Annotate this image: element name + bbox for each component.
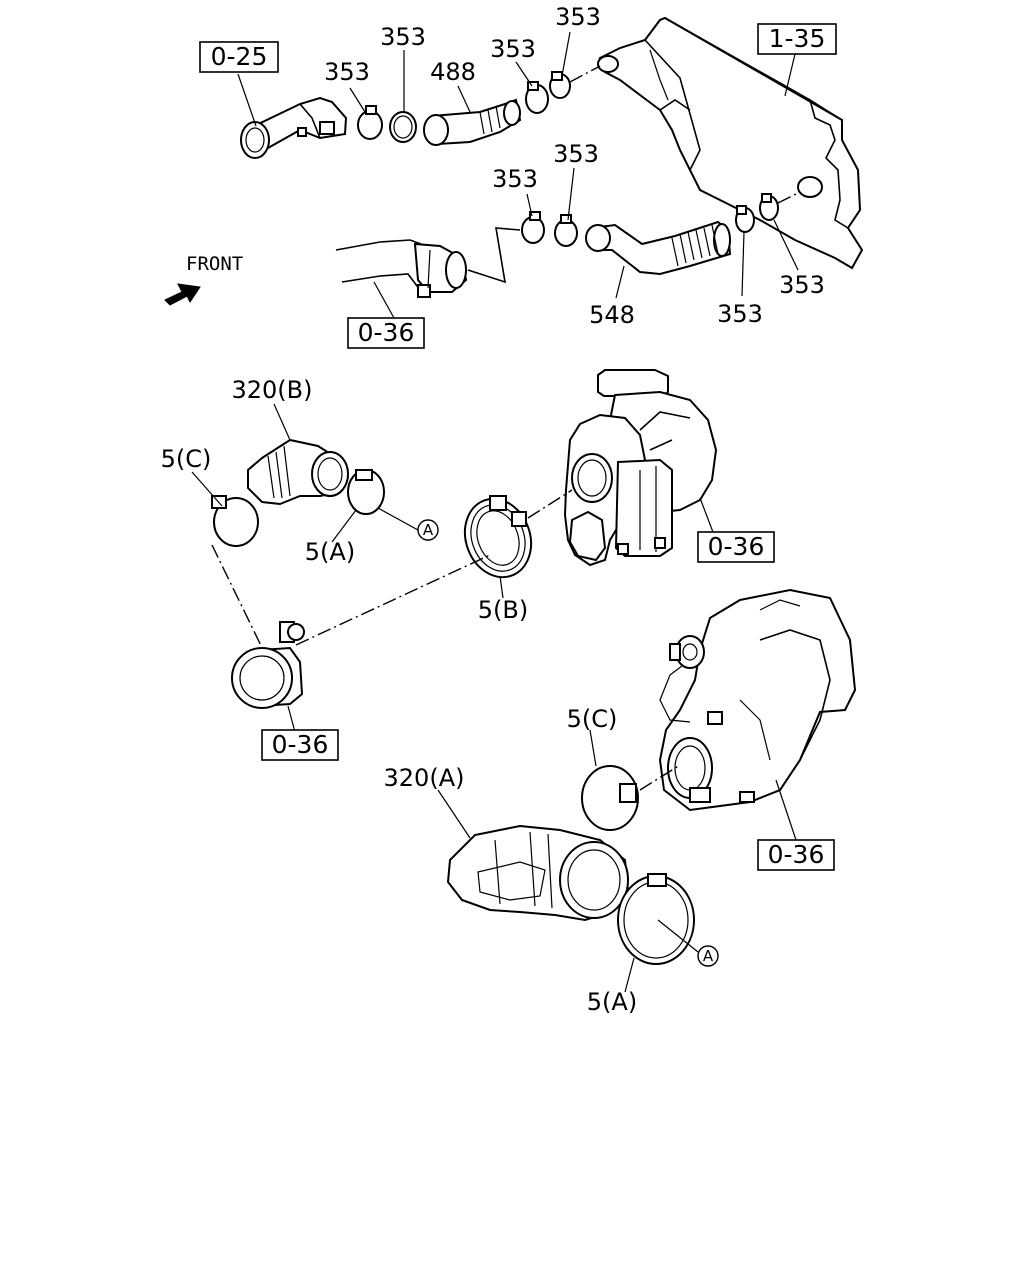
clamp-5c-lower-part [581, 765, 639, 831]
clamp-353-h-part [759, 193, 779, 221]
ref-0-25-label: 0-25 [211, 42, 268, 71]
clamp-5c-upper-part [211, 495, 259, 547]
intercooler [597, 16, 864, 270]
hose-548-part [585, 220, 732, 276]
clamp-353-label: 353 [555, 3, 601, 31]
clamp-353-label: 353 [492, 165, 538, 193]
vband-clamp-5b [463, 495, 533, 579]
turbocharger-upper [563, 369, 718, 567]
svg-text:A: A [703, 947, 714, 965]
clamp-353-label: 353 [779, 271, 825, 299]
air-pipe-0-36 [335, 239, 468, 298]
clamp-5c-lower-label: 5(C) [567, 705, 618, 733]
clamp-353-a-part [357, 105, 383, 140]
clamp-353-c-part [525, 81, 549, 114]
air-pipe-0-25 [240, 96, 348, 159]
hose-488-part [423, 98, 522, 146]
clamp-353-label: 353 [324, 58, 370, 86]
clamp-5a-upper-part [347, 469, 385, 515]
clamp-353-d-part [549, 71, 571, 99]
hose-548-label: 548 [589, 301, 635, 329]
ref-box-0-25 [199, 41, 279, 73]
hose-320b-label: 320(B) [232, 376, 313, 404]
leader-lines [191, 31, 799, 993]
ref-1-35-label: 1-35 [769, 24, 826, 53]
ref-0-36-elbow-label: 0-36 [272, 730, 329, 759]
elbow-0-36 [231, 621, 305, 709]
ref-box-1-35 [757, 23, 837, 55]
ref-box-0-36-elbow [261, 729, 339, 761]
hose-320b-part [247, 438, 350, 506]
ref-box-0-36-turbo-upper [697, 531, 775, 563]
front-arrow-icon [164, 283, 201, 306]
hose-488-label: 488 [430, 58, 476, 86]
svg-text:A: A [423, 521, 434, 539]
marker-a-lower: A [697, 945, 719, 967]
clamp-353-f-part [554, 214, 578, 247]
clamp-353-e-part [521, 211, 545, 244]
hose-320a-label: 320(A) [384, 764, 465, 792]
clamp-5a-lower-part [617, 873, 695, 965]
ref-0-36-top-label: 0-36 [358, 318, 415, 347]
clamp-353-label: 353 [380, 23, 426, 51]
clamp-353-g-part [735, 205, 755, 233]
clamp-353-label: 353 [717, 300, 763, 328]
clamp-5c-upper-label: 5(C) [161, 445, 212, 473]
clamp-353-b-part [389, 111, 417, 143]
clamp-353-label: 353 [490, 35, 536, 63]
hose-320a-part [446, 824, 630, 922]
ref-box-0-36-top [347, 317, 425, 349]
clamp-5b-label: 5(B) [478, 596, 528, 624]
clamp-5a-lower-label: 5(A) [587, 988, 637, 1016]
ref-0-36-turbo-upper-label: 0-36 [708, 532, 765, 561]
clamp-5a-upper-label: 5(A) [305, 538, 355, 566]
turbocharger-lower [658, 588, 857, 812]
marker-a-upper: A [417, 519, 439, 541]
ref-box-0-36-turbo-lower [757, 839, 835, 871]
front-label: FRONT [186, 253, 243, 275]
ref-0-36-turbo-lower-label: 0-36 [768, 840, 825, 869]
clamp-353-label: 353 [553, 140, 599, 168]
